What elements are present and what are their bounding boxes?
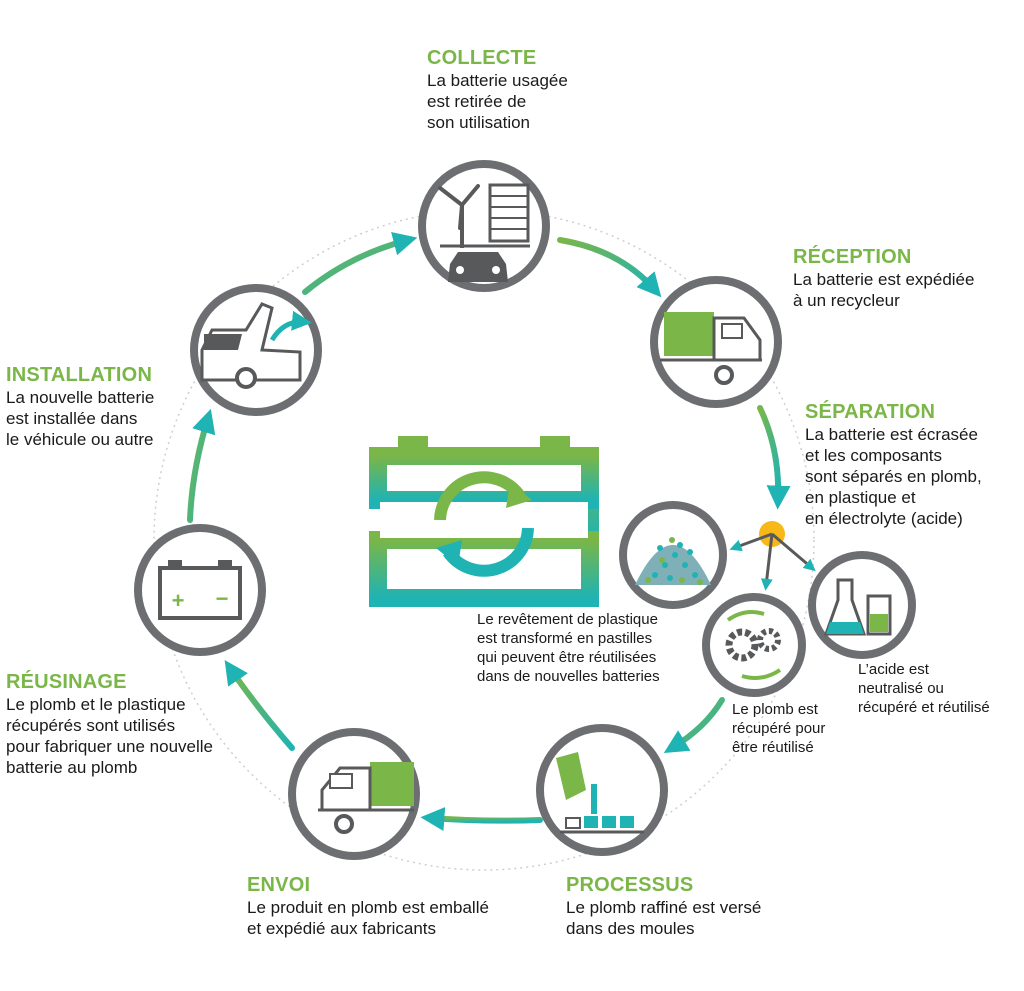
step-title: COLLECTE <box>427 47 537 69</box>
step-title: INSTALLATION <box>6 364 153 386</box>
separation-hub-icon <box>729 521 816 591</box>
arrow-installation-collecte <box>302 231 418 295</box>
arrow-envoi-reusinage <box>224 660 295 751</box>
center-battery-recycle-icon <box>369 436 599 607</box>
step-envoi: ENVOI Le produit en plomb est emballé et… <box>247 874 489 939</box>
step-description: Le produit en plomb est emballé et expéd… <box>247 898 489 938</box>
collecte-icon <box>418 160 550 292</box>
step-title: RÉCEPTION <box>793 246 912 268</box>
step-description: Le plomb et le plastique récupérés sont … <box>6 695 213 777</box>
arrow-collecte-reception <box>557 237 662 298</box>
step-description: La batterie est écrasée et les composant… <box>805 425 982 528</box>
step-title: SÉPARATION <box>805 401 936 423</box>
step-processus: PROCESSUS Le plomb raffiné est versé dan… <box>566 874 761 939</box>
arrow-separation-processus <box>663 697 725 753</box>
plastic-output-text: Le revêtement de plastique est transform… <box>477 611 660 685</box>
step-reception: RÉCEPTION La batterie est expédiée à un … <box>793 246 974 311</box>
step-description: La batterie usagée est retirée de son ut… <box>427 71 568 132</box>
arrow-processus-envoi <box>420 807 543 832</box>
lead-output-text: Le plomb est récupéré pour être réutilis… <box>732 701 826 756</box>
envoi-truck-icon <box>288 728 420 860</box>
gears-icon <box>702 593 806 697</box>
step-installation: INSTALLATION La nouvelle batterie est in… <box>6 364 154 450</box>
step-description: Le plomb raffiné est versé dans des moul… <box>566 898 762 938</box>
step-title: ENVOI <box>247 874 311 896</box>
cycle-arrows <box>187 231 791 832</box>
arrow-reception-separation <box>757 405 791 510</box>
acid-output-text: L’acide est neutralisé ou récupéré et ré… <box>858 661 990 716</box>
step-title: RÉUSINAGE <box>6 671 127 693</box>
plastic-pellets-icon <box>619 501 727 609</box>
step-collecte: COLLECTE La batterie usagée est retirée … <box>427 47 568 133</box>
step-description: La nouvelle batterie est installée dans … <box>6 388 155 449</box>
processus-icon <box>536 724 668 856</box>
arrow-reusinage-installation <box>187 408 216 523</box>
lab-flask-icon <box>808 551 916 659</box>
svg-text:+: + <box>172 588 185 613</box>
reusinage-battery-icon: + − <box>134 524 266 656</box>
installation-car-hood-icon <box>190 284 322 416</box>
svg-text:−: − <box>216 586 229 611</box>
step-description: La batterie est expédiée à un recycleur <box>793 270 975 310</box>
step-title: PROCESSUS <box>566 874 694 896</box>
reception-truck-icon <box>650 276 782 408</box>
step-separation: SÉPARATION La batterie est écrasée et le… <box>805 401 982 529</box>
step-reusinage: RÉUSINAGE Le plomb et le plastique récup… <box>6 671 213 778</box>
